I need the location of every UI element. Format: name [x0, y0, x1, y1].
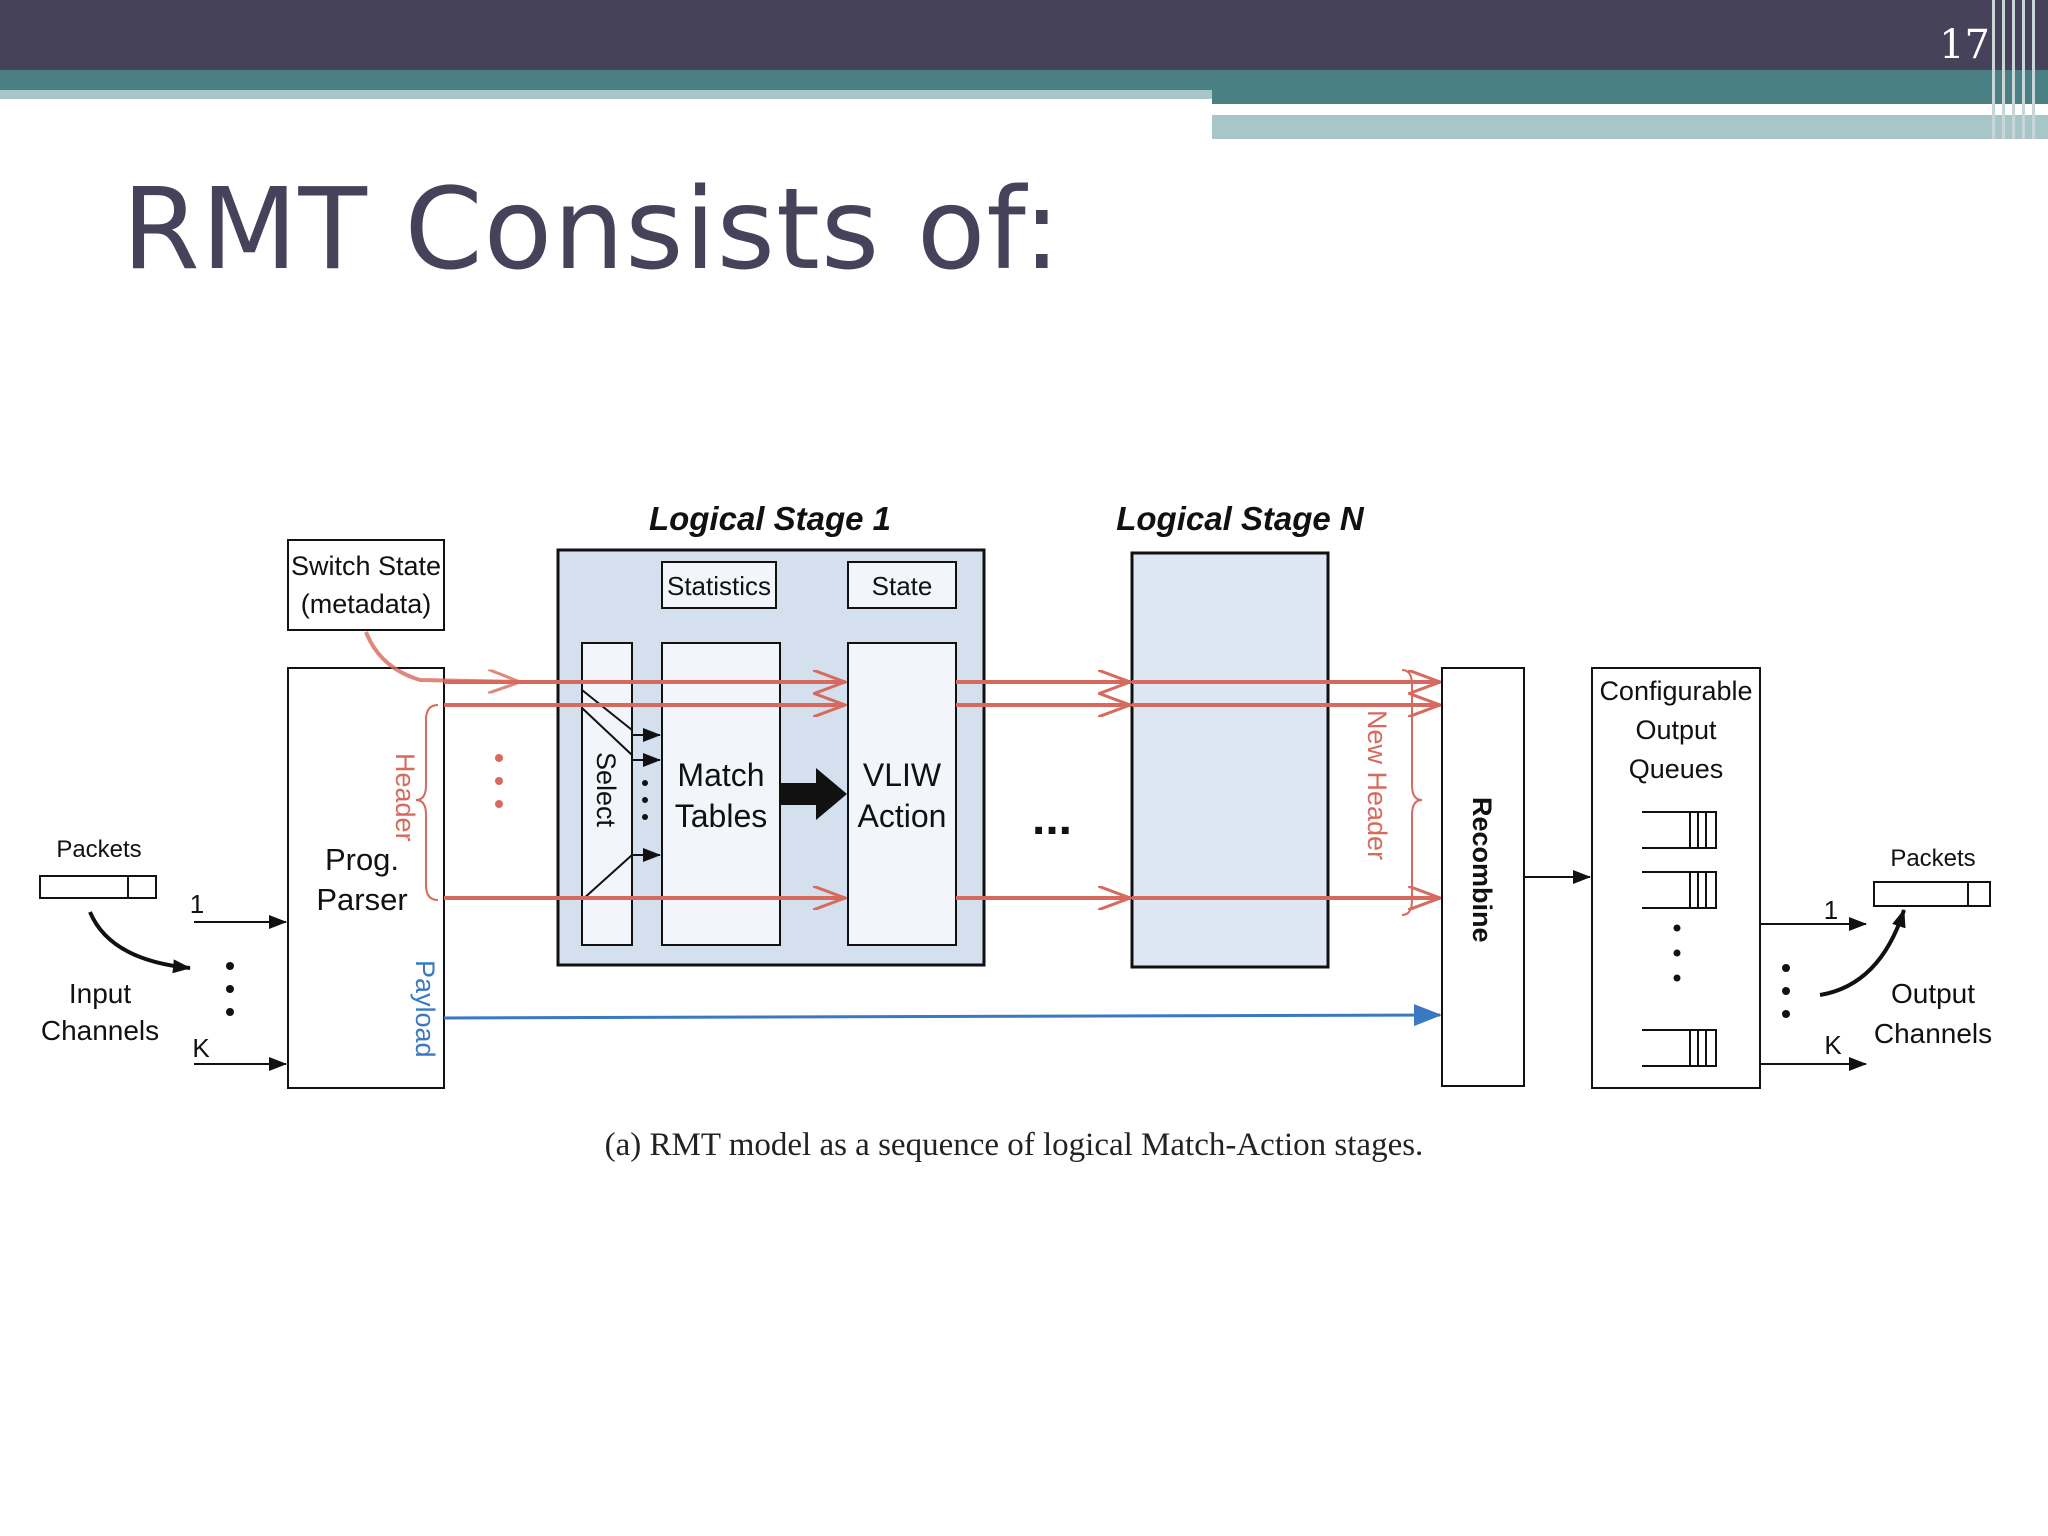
payload-label: Payload	[410, 960, 440, 1058]
packet-out-icon	[1873, 881, 1991, 907]
stage-1-title: Logical Stage 1	[649, 500, 891, 537]
parser-box	[287, 667, 445, 1089]
output-queues-label-2: Output	[1635, 715, 1717, 745]
state-box	[847, 561, 957, 609]
new-header-brace	[1401, 669, 1423, 916]
header-label: Header	[390, 753, 420, 842]
match-tables-label-2: Tables	[675, 798, 768, 834]
switch-state-label-1: Switch State	[291, 551, 441, 581]
output-channels-label-2: Channels	[1874, 1018, 1992, 1049]
output-queues-label-1: Configurable	[1599, 676, 1752, 706]
packets-out-label: Packets	[1890, 845, 1975, 872]
packets-in-arrow	[88, 911, 191, 974]
parser-label-1: Prog.	[325, 842, 399, 877]
accent-band-light	[0, 90, 1212, 99]
select-box	[581, 642, 633, 946]
accent-band	[0, 70, 1212, 90]
queue-icon-3	[1642, 1029, 1717, 1067]
switch-state-box	[287, 539, 445, 631]
statistics-box	[661, 561, 777, 609]
stages-ellipsis: ...	[1032, 792, 1072, 845]
packet-in-icon	[39, 875, 157, 899]
match-to-action-arrow	[780, 768, 847, 820]
vliw-action-label-2: Action	[858, 798, 947, 834]
queue-icon-1	[1642, 811, 1717, 849]
packets-in-label: Packets	[56, 836, 141, 863]
accent-band-gap	[1212, 104, 2048, 115]
recombine-label: Recombine	[1467, 797, 1497, 943]
output-queues-label-3: Queues	[1629, 754, 1724, 784]
figure-caption: (a) RMT model as a sequence of logical M…	[605, 1127, 1424, 1163]
header-brace	[415, 704, 439, 901]
new-header-label: New Header	[1362, 710, 1392, 860]
recombine-box	[1441, 667, 1525, 1087]
slide-title: RMT Consists of:	[122, 165, 1062, 295]
decorative-bars	[1988, 0, 2048, 139]
payload-arrow	[443, 1004, 1442, 1027]
accent-band-right	[1212, 70, 2048, 104]
input-channel-k-label: K	[192, 1033, 210, 1063]
switch-state-label-2: (metadata)	[301, 589, 432, 619]
statistics-label: Statistics	[667, 571, 771, 601]
top-bar	[0, 0, 2048, 70]
stage-n-title: Logical Stage N	[1116, 500, 1365, 537]
match-tables-label-1: Match	[677, 757, 764, 793]
input-channels-label-2: Channels	[41, 1015, 159, 1046]
output-channels-label-1: Output	[1891, 978, 1975, 1009]
accent-band-right-light	[1212, 115, 2048, 139]
output-queues-box	[1591, 667, 1761, 1089]
slide-number: 17	[1939, 22, 1990, 68]
logical-stage-n	[1130, 551, 1330, 969]
state-label: State	[872, 571, 933, 601]
input-channels-label-1: Input	[69, 978, 131, 1009]
metadata-arrow	[364, 631, 520, 682]
output-channel-k-label: K	[1824, 1030, 1842, 1060]
packets-out-arrow	[1819, 909, 1906, 997]
parser-label-2: Parser	[316, 882, 407, 917]
input-channel-1-label: 1	[190, 889, 204, 919]
vliw-action-label-1: VLIW	[863, 757, 942, 793]
queue-icon-2	[1642, 871, 1717, 909]
vliw-action-box	[847, 642, 957, 946]
match-tables-box	[661, 642, 781, 946]
output-channel-1-label: 1	[1824, 895, 1838, 925]
select-label: Select	[591, 752, 621, 828]
